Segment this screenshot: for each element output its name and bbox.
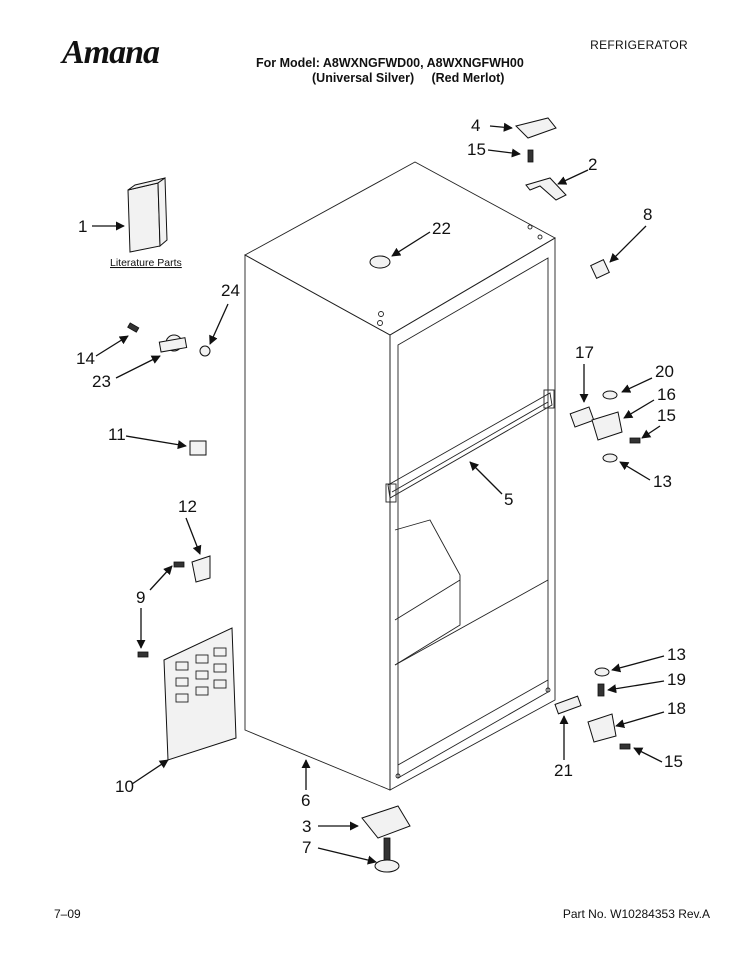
callout-12: 12 [178,497,197,516]
callout-7: 9 [136,588,145,607]
bottom-hinge [554,667,631,750]
back-panel [163,627,237,761]
water-valve-fitting [127,322,211,357]
center-hinge [569,390,641,463]
callout-22: 23 [92,372,111,391]
hinge-cover [515,117,557,139]
callout-3: 3 [302,817,311,836]
footer-part-number: Part No. W10284353 Rev.A [562,907,710,921]
model-line: For Model: A8WXNGFWD00, A8WXNGFWH00 [256,56,524,70]
screw-7b [137,651,149,658]
literature-parts-booklet [127,177,168,253]
top-hinge [525,177,567,201]
footer-date: 7–09 [54,907,81,921]
callout-6: 6 [301,791,310,810]
leveling-leg [361,805,411,873]
model-heading: For Model: A8WXNGFWD00, A8WXNGFWH00 (Uni… [256,56,524,86]
callout-8: 8 [643,205,652,224]
callout-15-bottom: 15 [664,752,683,771]
callout-18: 18 [667,699,686,718]
clip-12 [191,555,211,583]
callout-15-top: 15 [467,140,486,159]
callout-10: 10 [115,777,134,796]
callout-16: 16 [657,385,676,404]
callout-13-bottom: 13 [667,645,686,664]
callout-15-mid: 15 [657,406,676,425]
literature-label: Literature Parts [110,257,182,269]
brand-logo: Amana [62,34,160,71]
category-label: REFRIGERATOR [590,38,688,52]
hole-plug [369,255,391,269]
screw-7a [173,561,185,568]
cabinet [244,161,556,791]
hinge-screw-top [527,149,534,163]
callouts: 4 15 2 8 1 22 24 14 23 17 20 16 15 11 13… [76,116,686,865]
model-colors: (Universal Silver) (Red Merlot) [312,71,505,85]
callout-19: 19 [667,670,686,689]
shim-8 [590,259,610,279]
callout-24: 24 [221,281,240,300]
callout-9: 7 [302,838,311,857]
callout-4: 4 [471,116,480,135]
callout-13-top: 13 [653,472,672,491]
callout-5: 5 [504,490,513,509]
callout-23: 22 [432,219,451,238]
callout-21: 21 [554,761,573,780]
callout-1: 1 [78,217,87,236]
callout-17: 17 [575,343,594,362]
clip-11 [189,440,207,456]
callout-11: 11 [108,425,126,444]
callout-14: 14 [76,349,95,368]
callout-20: 20 [655,362,674,381]
callout-2: 2 [588,155,597,174]
